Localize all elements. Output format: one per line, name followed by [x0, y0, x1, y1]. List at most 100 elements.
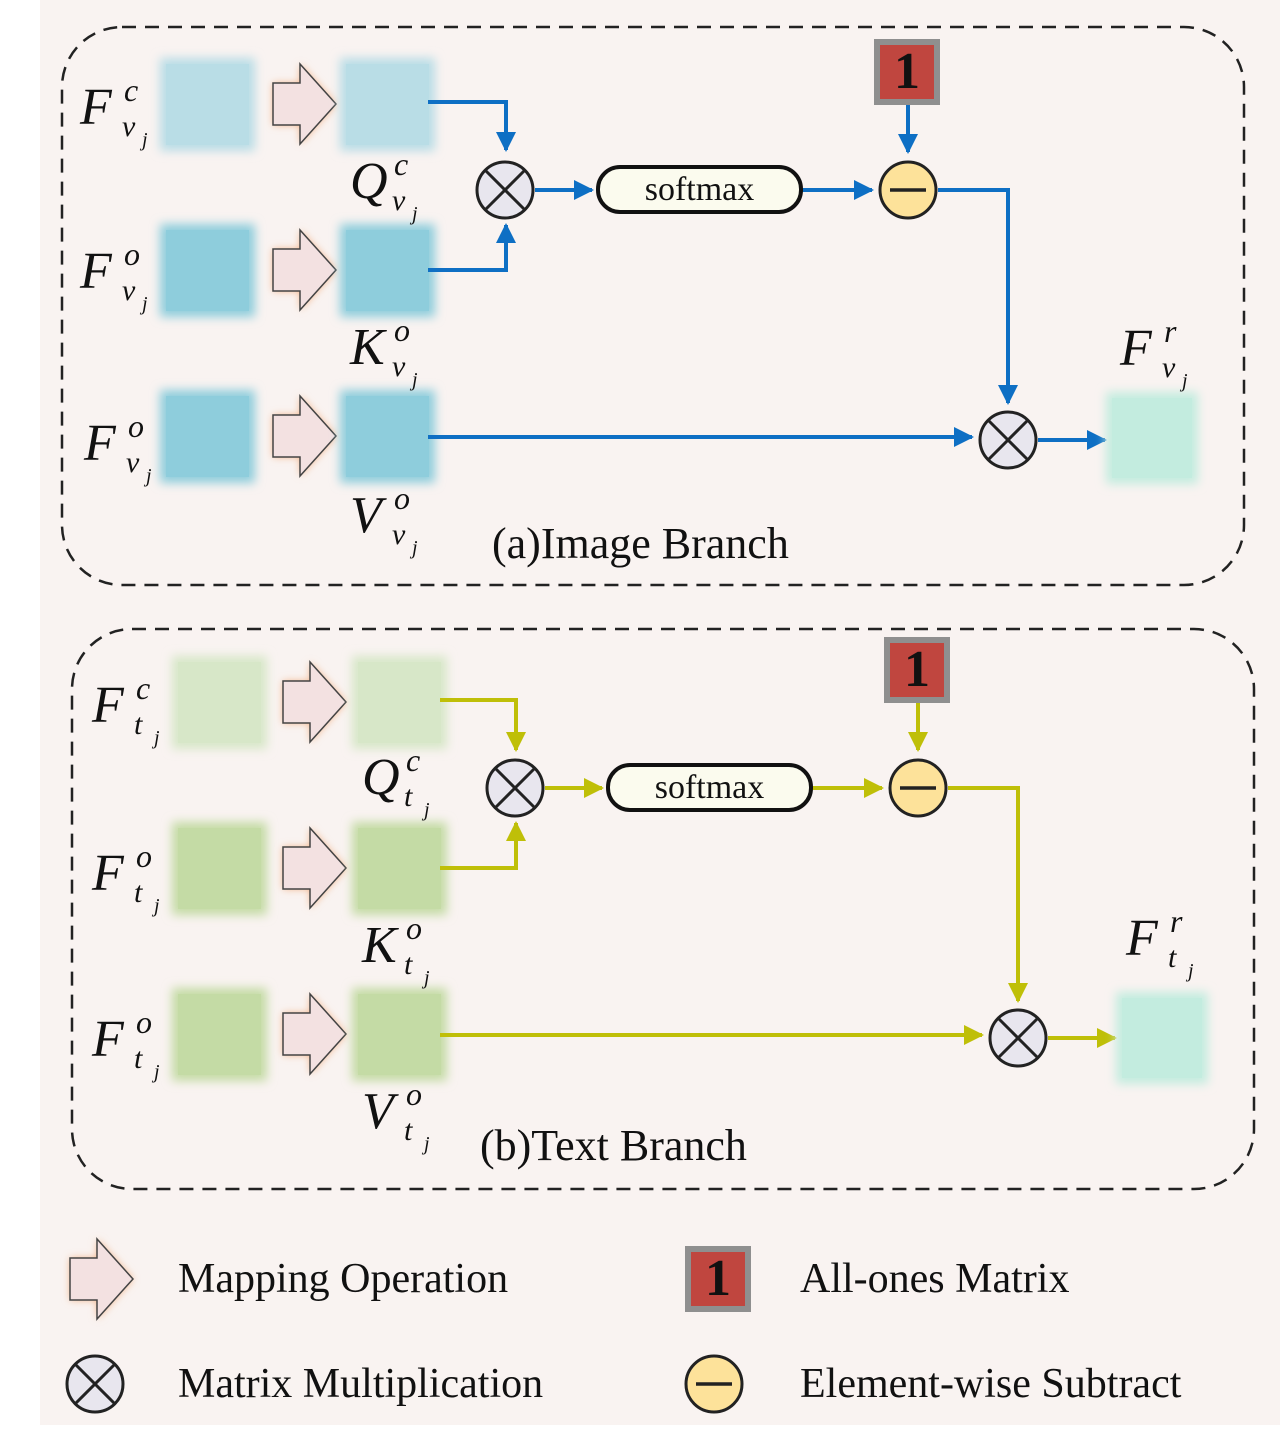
- math-subsubscript: j: [154, 1061, 160, 1083]
- math-base: K: [362, 917, 397, 974]
- legend-mapping-icon: [69, 1237, 135, 1321]
- math-superscript: o: [128, 408, 144, 444]
- math-subscript: v: [122, 274, 136, 307]
- image-ones-matrix: [874, 39, 940, 105]
- text-branch-caption: (b)Text Branch: [480, 1121, 747, 1170]
- legend-ones-symbol: 1: [705, 1250, 731, 1307]
- text-k-block: [352, 822, 447, 915]
- image-softmax-box: [596, 165, 803, 214]
- math-subscript: t: [404, 1114, 413, 1147]
- math-subsubscript: j: [412, 537, 418, 559]
- image-q-block: [340, 58, 435, 151]
- math-base: F: [92, 845, 124, 902]
- math-superscript: c: [136, 670, 151, 706]
- image-output-block: [1106, 392, 1198, 484]
- math-subsubscript: j: [142, 129, 148, 151]
- image-multiply-node-1: [475, 160, 535, 220]
- math-superscript: o: [136, 1004, 152, 1040]
- image-branch-frame: [60, 25, 1246, 587]
- math-base: V: [362, 1083, 394, 1140]
- math-subsubscript: j: [412, 203, 418, 225]
- math-base: F: [92, 1011, 124, 1068]
- math-subsubscript: j: [154, 895, 160, 917]
- text-mapping-arrow-3: [282, 992, 348, 1076]
- text-output-block: [1116, 992, 1208, 1084]
- image-subtract-node: [878, 160, 938, 220]
- image-connectors: [428, 100, 1107, 450]
- text-subtract-node: [888, 758, 948, 818]
- math-subsubscript: j: [424, 799, 430, 821]
- math-subscript: v: [122, 110, 136, 143]
- math-subsubscript: j: [1182, 370, 1188, 392]
- math-superscript: o: [136, 838, 152, 874]
- math-superscript: o: [394, 312, 410, 348]
- image-mapping-arrow-3: [272, 394, 338, 478]
- math-base: Q: [362, 749, 400, 806]
- legend-subtract-icon: [684, 1354, 744, 1414]
- math-superscript: c: [394, 146, 409, 182]
- math-base: K: [350, 319, 385, 376]
- math-subsubscript: j: [146, 465, 152, 487]
- math-subscript: v: [392, 518, 406, 551]
- math-subsubscript: j: [412, 369, 418, 391]
- legend-mapping-label: Mapping Operation: [178, 1256, 509, 1302]
- legend-multiply-label: Matrix Multiplication: [178, 1361, 544, 1407]
- math-subsubscript: j: [424, 1133, 430, 1155]
- math-subscript: v: [1162, 351, 1176, 384]
- legend-subtract-label: Element-wise Subtract: [800, 1361, 1182, 1407]
- math-subsubscript: j: [142, 293, 148, 315]
- math-base: Q: [350, 153, 388, 210]
- math-superscript: o: [124, 236, 140, 272]
- math-subscript: t: [404, 948, 413, 981]
- math-subscript: t: [1168, 941, 1177, 974]
- math-subsubscript: j: [154, 727, 160, 749]
- math-base: F: [92, 677, 124, 734]
- image-mapping-arrow-1: [272, 62, 338, 146]
- text-connectors: [440, 698, 1117, 1048]
- image-input-block-2: [160, 224, 255, 317]
- legend-multiply-icon: [65, 1354, 125, 1414]
- math-superscript: c: [406, 742, 421, 778]
- math-base: V: [350, 487, 382, 544]
- image-multiply-node-2: [978, 410, 1038, 470]
- math-subscript: v: [126, 446, 140, 479]
- math-subscript: t: [134, 1042, 143, 1075]
- image-branch-caption: (a)Image Branch: [492, 519, 789, 568]
- text-branch-frame: [70, 627, 1256, 1191]
- text-ones-label: 1: [904, 641, 930, 698]
- text-softmax-box: [606, 763, 813, 812]
- image-input-block-1: [160, 58, 255, 151]
- math-base: F: [84, 415, 116, 472]
- text-multiply-node-1: [485, 758, 545, 818]
- math-superscript: o: [394, 480, 410, 516]
- image-input-block-3: [160, 390, 255, 483]
- text-input-block-1: [172, 656, 267, 749]
- text-v-block: [352, 988, 447, 1081]
- image-softmax-label: softmax: [644, 171, 755, 208]
- text-ones-matrix: [884, 637, 950, 703]
- text-input-block-2: [172, 822, 267, 915]
- math-superscript: c: [124, 72, 139, 108]
- math-base: F: [80, 243, 112, 300]
- math-superscript: o: [406, 910, 422, 946]
- math-subscript: v: [392, 184, 406, 217]
- text-mapping-arrow-1: [282, 660, 348, 744]
- legend-ones-icon: [685, 1246, 751, 1312]
- math-subscript: t: [134, 708, 143, 741]
- image-v-block: [340, 390, 435, 483]
- text-softmax-label: softmax: [654, 769, 765, 806]
